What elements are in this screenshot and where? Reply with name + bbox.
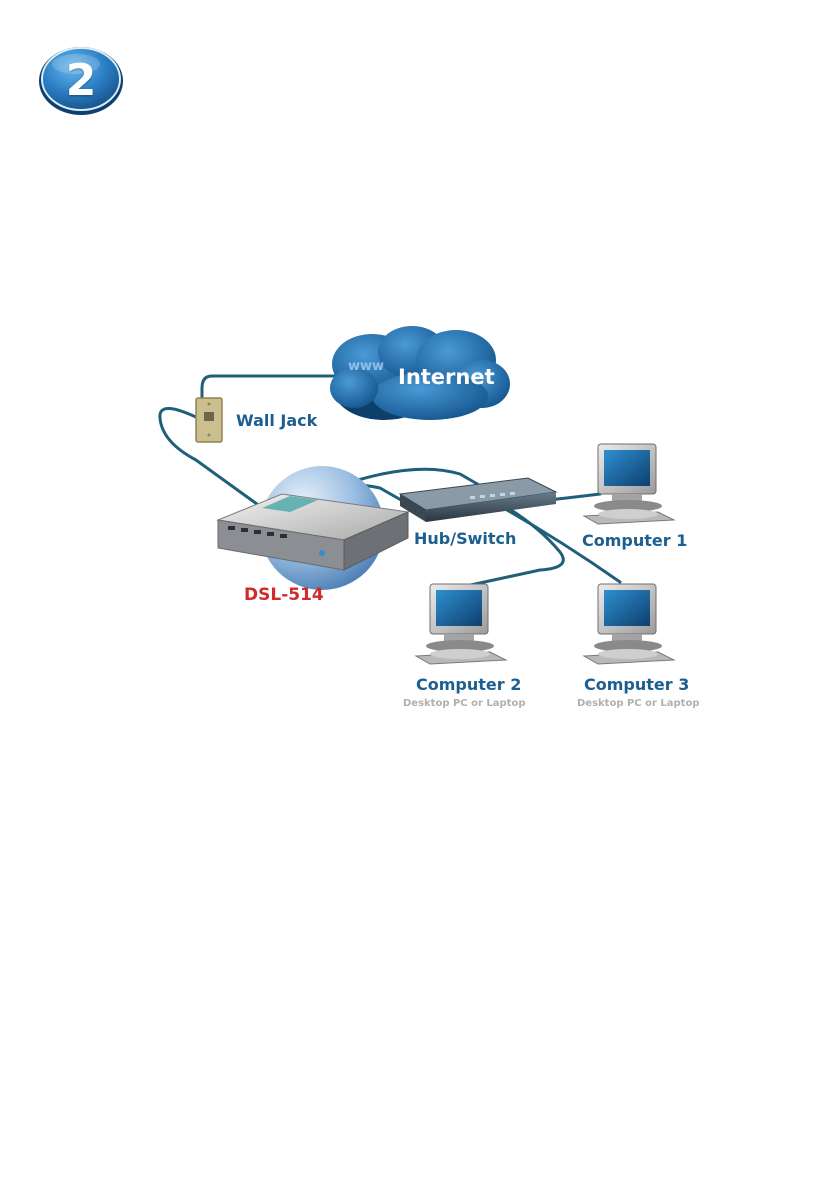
hub-label: Hub/Switch	[414, 529, 516, 548]
computer2-sublabel: Desktop PC or Laptop	[403, 698, 526, 709]
computer3-label: Computer 3	[584, 675, 689, 694]
computer-1	[584, 444, 674, 524]
wall-jack-label: Wall Jack	[236, 411, 318, 430]
wall-jack	[196, 398, 222, 442]
computer2-label: Computer 2	[416, 675, 521, 694]
internet-cloud: www Internet	[330, 326, 510, 420]
internet-label: Internet	[398, 365, 495, 389]
cable-internet-walljack	[202, 376, 338, 400]
router-label: DSL-514	[244, 585, 324, 605]
hub-switch	[400, 478, 556, 522]
www-label: www	[348, 359, 384, 374]
computer3-sublabel: Desktop PC or Laptop	[577, 698, 700, 709]
computer-2	[416, 584, 506, 664]
computer1-label: Computer 1	[582, 531, 687, 550]
computer-3	[584, 584, 674, 664]
